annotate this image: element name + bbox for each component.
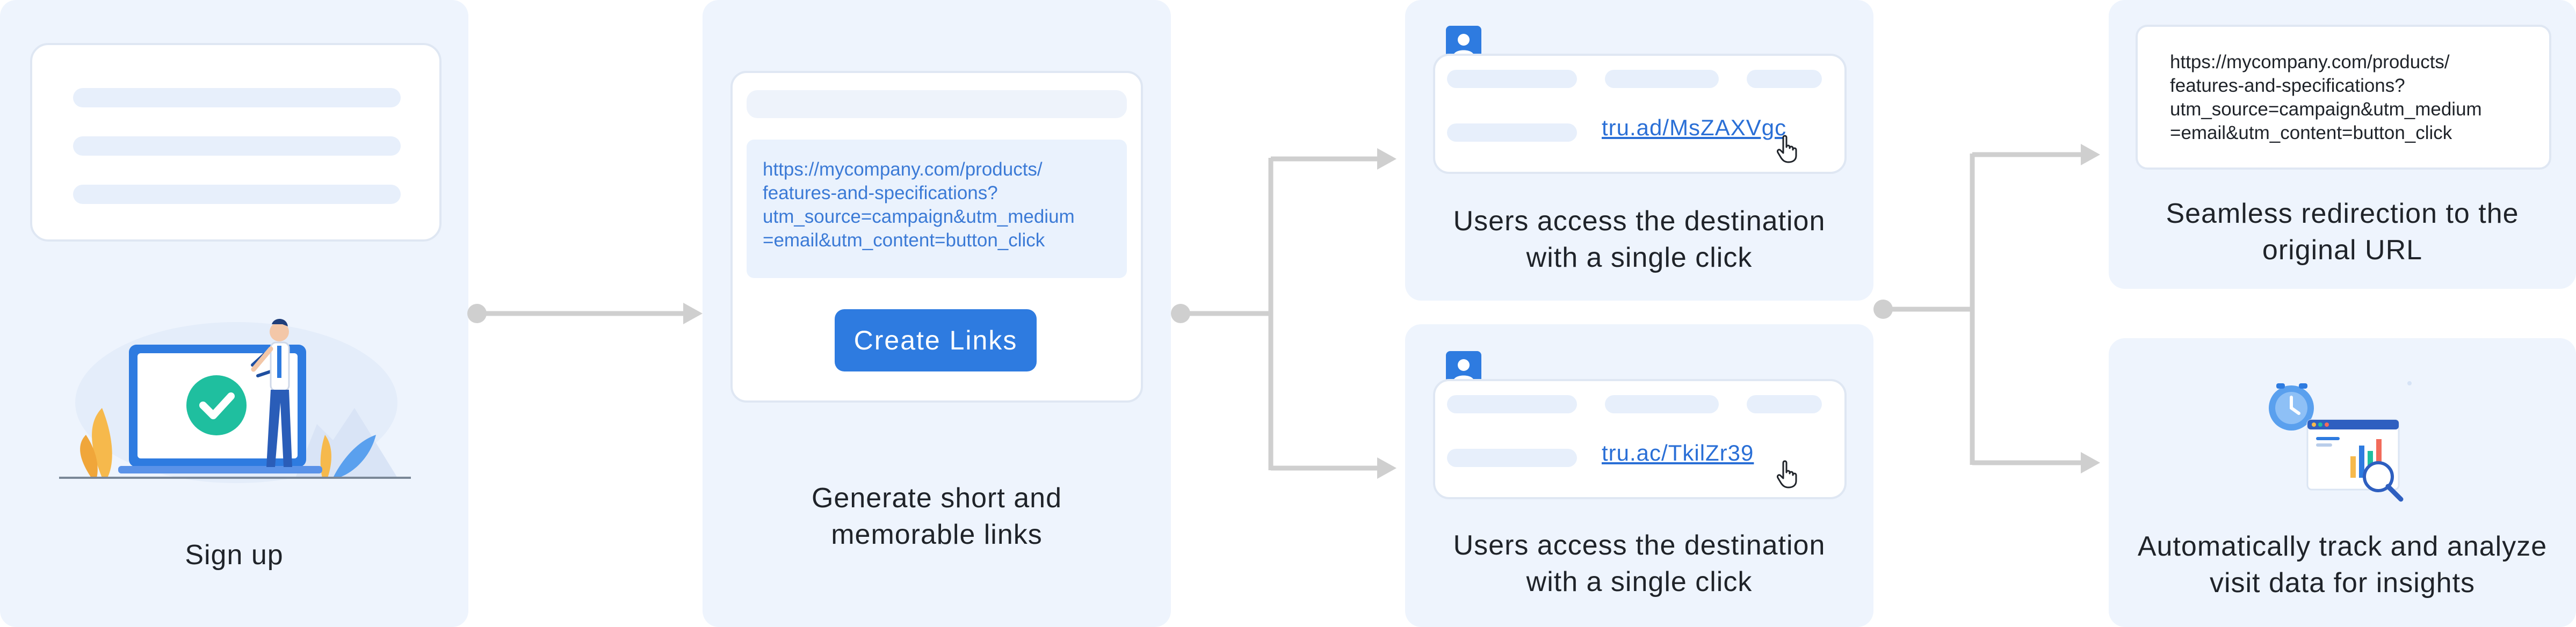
- placeholder-bar: [1447, 449, 1577, 467]
- original-url-text: https://mycompany.com/products/ features…: [2170, 52, 2482, 143]
- short-link[interactable]: tru.ac/TkilZr39: [1602, 440, 1754, 465]
- placeholder-bar: [1447, 395, 1577, 413]
- hand-cursor-icon: [1777, 135, 1797, 163]
- access-bottom-caption-line1: Users access the destination: [1453, 530, 1826, 561]
- step-generate-panel: https://mycompany.com/products/ features…: [703, 0, 1171, 627]
- connector-arrow-1: [467, 303, 703, 324]
- original-url-card: https://mycompany.com/products/ features…: [2136, 25, 2551, 170]
- short-link-card: tru.ad/MsZAXVgc: [1433, 54, 1847, 174]
- placeholder-bar: [1747, 395, 1822, 413]
- signup-form-card: [30, 43, 442, 242]
- analytics-caption-line1: Automatically track and analyze: [2137, 531, 2548, 562]
- create-links-button[interactable]: Create Links: [835, 309, 1037, 371]
- link-generator-card: https://mycompany.com/products/ features…: [730, 71, 1143, 403]
- form-field-placeholder: [73, 88, 401, 107]
- short-link-card: tru.ac/TkilZr39: [1433, 379, 1847, 499]
- hand-cursor-icon: [1777, 460, 1797, 489]
- placeholder-bar: [1747, 70, 1822, 88]
- access-bottom-caption-line2: with a single click: [1526, 566, 1753, 597]
- step-redirect-panel: https://mycompany.com/products/ features…: [2109, 0, 2576, 289]
- connector-split-1: [1171, 148, 1396, 479]
- step-access-top-panel: tru.ad/MsZAXVgc Users access the destina…: [1405, 0, 1873, 301]
- step-analytics-panel: Automatically track and analyze visit da…: [2109, 338, 2576, 627]
- long-url-box: https://mycompany.com/products/ features…: [747, 140, 1127, 278]
- placeholder-bar: [1605, 70, 1719, 88]
- short-link[interactable]: tru.ad/MsZAXVgc: [1602, 115, 1787, 140]
- access-top-caption-line1: Users access the destination: [1453, 206, 1826, 237]
- long-url-text: https://mycompany.com/products/ features…: [763, 159, 1075, 251]
- placeholder-bar: [1447, 123, 1577, 142]
- redirect-caption-line2: original URL: [2262, 235, 2423, 266]
- analytics-caption-line2: visit data for insights: [2209, 567, 2476, 599]
- form-field-placeholder: [73, 136, 401, 156]
- placeholder-bar: [1605, 395, 1719, 413]
- step-access-bottom-panel: tru.ac/TkilZr39 Users access the destina…: [1405, 324, 1873, 627]
- access-top-caption-line2: with a single click: [1526, 242, 1753, 273]
- connector-split-2: [1873, 144, 2100, 473]
- step-signup-panel: Sign up: [0, 0, 468, 627]
- analytics-dashboard-icon: [2269, 381, 2412, 502]
- generate-caption-line1: Generate short and: [811, 483, 1062, 514]
- redirect-caption-line1: Seamless redirection to the: [2166, 198, 2519, 229]
- form-field-placeholder: [73, 185, 401, 204]
- signup-success-illustration: [59, 318, 411, 483]
- generate-caption-line2: memorable links: [831, 519, 1043, 550]
- input-placeholder-bar: [747, 90, 1127, 118]
- placeholder-bar: [1447, 70, 1577, 88]
- signup-caption: Sign up: [185, 539, 284, 571]
